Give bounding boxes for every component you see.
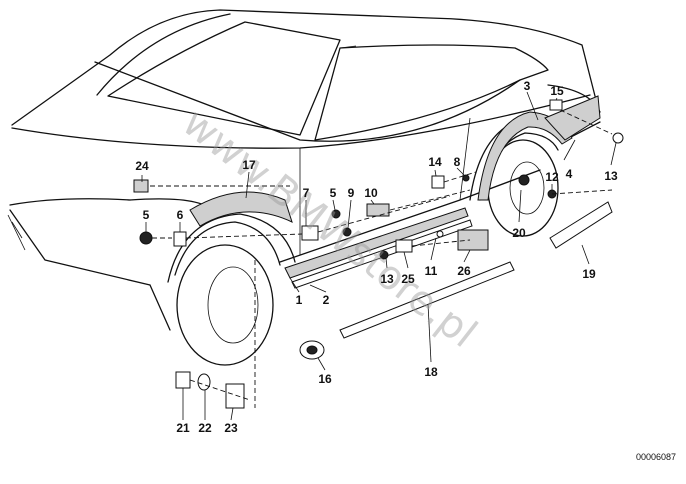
parts: [133, 95, 624, 409]
leader-lines: [141, 91, 617, 421]
callout-5-left: 5: [143, 208, 150, 222]
callout-11: 11: [425, 264, 438, 278]
callout-6: 6: [177, 208, 184, 222]
callout-23: 23: [224, 421, 238, 435]
callout-17: 17: [242, 158, 256, 172]
part-15-clip: [549, 99, 563, 111]
callout-14: 14: [428, 155, 442, 169]
callout-12: 12: [545, 170, 559, 184]
callout-8: 8: [454, 155, 461, 169]
part-22-washer: [197, 373, 211, 391]
callout-9: 9: [348, 186, 355, 200]
callout-5-mid: 5: [330, 186, 337, 200]
callout-19: 19: [582, 267, 596, 281]
car-body-outline: [7, 9, 601, 366]
callout-22: 22: [198, 421, 212, 435]
part-13-screw-rear: [612, 132, 624, 144]
document-number: 00006087: [636, 452, 676, 462]
callout-24: 24: [135, 159, 149, 173]
part-6-clip: [173, 231, 187, 247]
part-1-sill-molding: [284, 207, 469, 279]
part-25-bracket: [395, 239, 413, 253]
callout-7: 7: [303, 186, 310, 200]
callout-3: 3: [524, 79, 531, 93]
callout-1: 1: [296, 293, 303, 307]
part-11-rivet: [436, 230, 444, 238]
part-8-screw: [462, 174, 470, 182]
part-20-cap: [518, 174, 530, 186]
callout-15: 15: [550, 84, 564, 98]
callout-13-front: 13: [380, 272, 394, 286]
callout-2: 2: [323, 293, 330, 307]
callout-13-rear: 13: [604, 169, 618, 183]
assembly-lines: [150, 109, 613, 408]
callout-16: 16: [318, 372, 332, 386]
part-17-arch-trim-front: [189, 191, 293, 227]
part-14-clip: [431, 175, 445, 189]
callout-18: 18: [424, 365, 438, 379]
part-5-nut: [331, 209, 341, 219]
part-5-grommet: [139, 231, 153, 245]
part-13-screw-front: [379, 250, 389, 260]
callout-21: 21: [176, 421, 190, 435]
callout-labels: 24 5 6 17 7 5 9 10 14 8 3 15 4 12 13 20 …: [135, 79, 618, 435]
part-4-rear-trim: [544, 95, 601, 141]
part-9-screw: [342, 227, 352, 237]
part-18-strip: [339, 261, 515, 339]
part-7-bracket: [301, 225, 319, 241]
part-10-clip: [366, 203, 390, 217]
part-19-strip: [549, 201, 613, 249]
callout-20: 20: [512, 226, 526, 240]
callout-26: 26: [457, 264, 471, 278]
part-23-bracket: [225, 383, 245, 409]
callout-10: 10: [364, 186, 378, 200]
part-16-tape-roll: [299, 340, 325, 360]
callout-4: 4: [566, 167, 573, 181]
part-24-clip: [133, 179, 149, 193]
part-26-clip: [457, 229, 489, 251]
part-3-arch-trim-rear: [477, 111, 573, 201]
part-21-nut: [175, 371, 191, 389]
callout-25: 25: [401, 272, 415, 286]
